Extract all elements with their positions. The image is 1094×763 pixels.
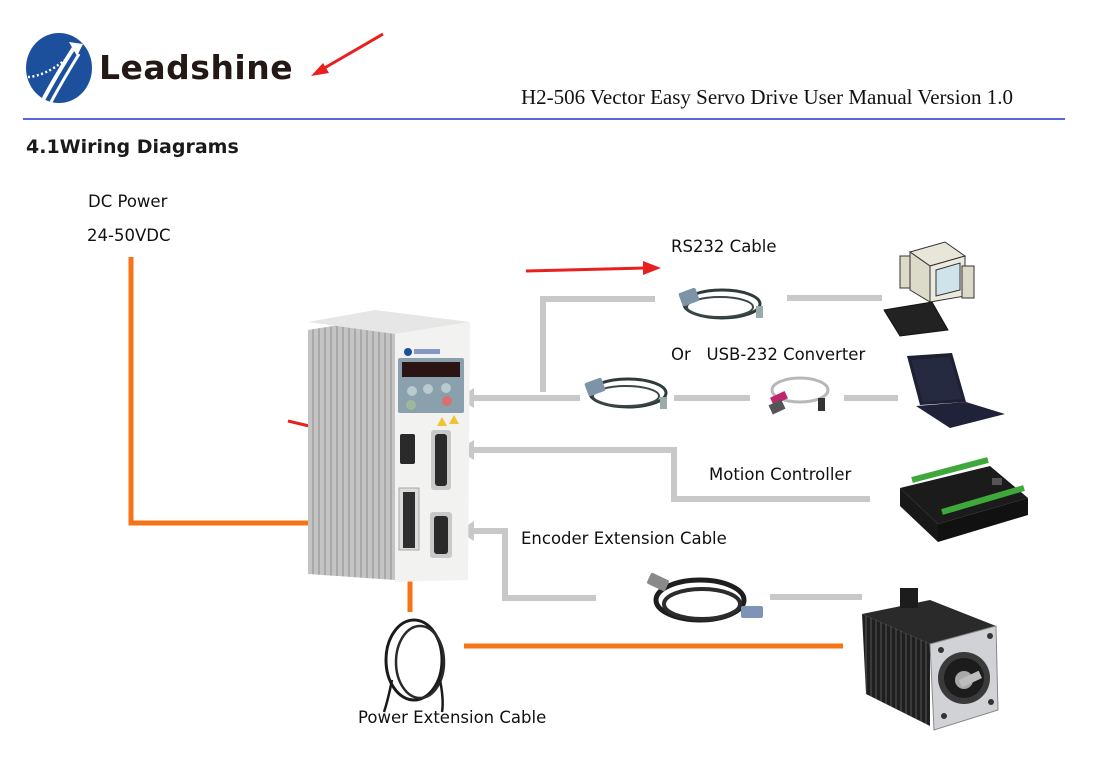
encoder-cable-label: Encoder Extension Cable — [521, 529, 727, 548]
usb-232-converter — [768, 376, 830, 415]
annotation-arrow-icon — [311, 32, 384, 76]
laptop — [907, 353, 1005, 428]
power-cable-label: Power Extension Cable — [358, 708, 547, 727]
wiring-diagram-graphics — [128, 241, 1028, 731]
dc-power-wire — [128, 257, 385, 526]
rs232-cable-alt — [584, 377, 668, 409]
rs232-wire-left — [540, 296, 655, 392]
motion-controller-board — [900, 457, 1028, 542]
wiring-diagram: DC Power 24-50VDC RS232 Cable Or USB-232… — [0, 170, 1094, 763]
rs232-cable-label: RS232 Cable — [671, 237, 777, 256]
page-header: Leadshine H2-506 Vector Easy Servo Drive… — [0, 0, 1094, 125]
motion-controller-label: Motion Controller — [709, 465, 852, 484]
signal-wires — [472, 295, 898, 601]
section-title: 4.1Wiring Diagrams — [26, 136, 239, 158]
leadshine-logo-icon — [26, 33, 92, 103]
header-divider — [23, 118, 1065, 120]
servo-motor — [862, 588, 999, 731]
rs232-cable — [678, 287, 763, 320]
power-extension-cable — [382, 618, 446, 713]
manual-title: H2-506 Vector Easy Servo Drive User Manu… — [521, 85, 1014, 109]
encoder-extension-cable — [647, 572, 763, 623]
dc-voltage-label: 24-50VDC — [87, 226, 171, 245]
servo-drive — [308, 310, 470, 582]
encoder-wire — [472, 528, 596, 601]
rs232-annotation-arrowhead-icon — [643, 261, 661, 275]
motion-controller-wire — [472, 447, 870, 502]
usb-converter-label: Or USB-232 Converter — [671, 345, 866, 364]
brand-name: Leadshine — [99, 48, 294, 87]
dc-power-label: DC Power — [88, 192, 168, 211]
desktop-pc — [883, 241, 975, 337]
